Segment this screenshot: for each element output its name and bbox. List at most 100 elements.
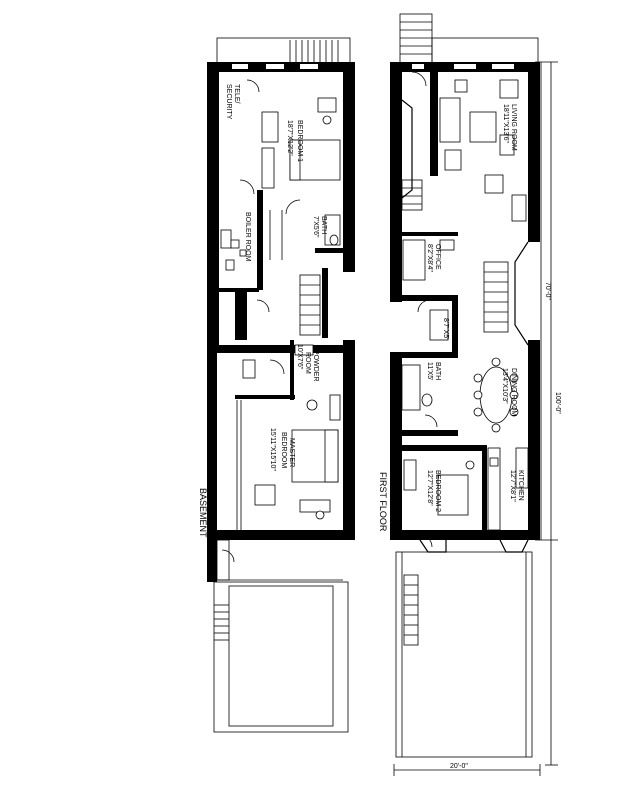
master-dresser — [329, 394, 341, 421]
basement-wall-core — [235, 290, 247, 340]
bedroom1-desk — [317, 97, 337, 113]
label-powder-name: POWDER — [312, 350, 319, 382]
living-sofa — [439, 97, 461, 143]
label-dining-name: DINING ROOM — [510, 368, 517, 416]
living-fireplace — [511, 194, 527, 222]
living-coffee-table — [469, 111, 497, 143]
kitchen-sink — [489, 457, 499, 467]
living-lamp — [454, 79, 468, 93]
basement-top-terrace — [216, 37, 351, 65]
bedroom2-dresser — [403, 459, 417, 491]
powder-sink — [294, 344, 314, 356]
dining-chair-4 — [509, 373, 519, 383]
master-armchair — [306, 399, 318, 411]
first-entry-steps — [401, 179, 423, 211]
master-desk — [299, 499, 331, 513]
label-powder-name2: ROOM — [304, 352, 311, 374]
label-kitchen-dim: 12'7"X8'1" — [509, 470, 516, 502]
label-boiler-room: BOILER ROOM — [244, 212, 251, 262]
basement-floor-title: BASEMENT — [198, 488, 208, 538]
first-floor-labels: LIVING ROOM 18'11"X13'6" OFFICE 8'2"X8'4… — [378, 104, 524, 532]
label-bath-b-dim: 11'X5' — [426, 362, 433, 381]
boiler-valve — [239, 249, 247, 257]
basement-east-wall-upper — [343, 62, 355, 272]
label-bath-a-name: BATH — [450, 318, 457, 336]
label-tele: TELE/ — [233, 84, 240, 104]
first-shower — [429, 309, 449, 341]
dim-partial-length: 70'-0" — [544, 282, 551, 300]
first-east-wall-lower — [528, 340, 540, 540]
label-living-dim: 18'11"X13'6" — [502, 104, 509, 144]
basement-interior-stair — [299, 274, 321, 336]
office-desk — [402, 239, 426, 281]
label-basement-bath-name: BATH — [320, 216, 327, 234]
label-bath-b-name: BATH — [434, 362, 441, 380]
boiler-unit — [220, 229, 232, 249]
first-wall-living-w — [430, 70, 438, 176]
kitchen-counter — [487, 447, 501, 531]
first-wall-kitchen-w — [482, 445, 487, 530]
first-floor-plan — [390, 13, 540, 758]
dining-chair-2 — [473, 390, 483, 400]
label-bedroom1-dim: 18'7"X12'2" — [286, 120, 293, 156]
basement-west-wall-upper — [207, 62, 219, 352]
basement-rear-yard — [213, 581, 349, 733]
basement-rear-yard-inner — [228, 585, 334, 727]
basement-exit-stair — [216, 539, 230, 581]
basement-labels: TELE/ SECURITY BEDROOM 1 18'7"X12'2" BOI… — [198, 84, 327, 538]
label-dining-dim: 13'4"X10'3" — [501, 368, 508, 404]
label-master-dim: 15'11"X15'10" — [269, 428, 276, 471]
basement-south-stub — [207, 540, 215, 582]
basement-south-wall — [207, 530, 355, 540]
basement-rear-yard-stair — [214, 604, 229, 641]
boiler-pump — [225, 259, 235, 271]
first-wall-office-top — [402, 232, 458, 236]
dim-width: 20'-0" — [450, 763, 468, 770]
basement-plan — [207, 37, 355, 733]
first-front-stoop-steps — [400, 21, 432, 55]
first-west-wall-upper — [390, 62, 402, 302]
dimension-labels: 70'-0" 100'-0" 20'-0" — [450, 282, 561, 770]
boiler-tank — [230, 239, 240, 249]
basement-wall-bed1 — [257, 190, 263, 290]
first-wall-bath-e — [452, 295, 458, 355]
label-basement-bath-dim: 7'X5'6" — [312, 216, 319, 238]
kitchen-range — [515, 447, 529, 489]
basement-toilet — [329, 234, 339, 246]
bedroom1-sofa — [261, 111, 279, 143]
basement-wall-bath — [315, 248, 343, 253]
master-lounge-chair — [254, 484, 276, 506]
label-bath-a-dim: 8'7"X5' — [442, 318, 449, 340]
basement-mid-wall — [207, 345, 355, 353]
basement-wall-stair — [322, 268, 328, 338]
label-bedroom1-name: BEDROOM 1 — [296, 120, 303, 162]
first-rear-bay-e — [499, 539, 529, 553]
living-chair-3 — [499, 134, 515, 156]
living-side-table — [444, 149, 462, 171]
first-front-area — [431, 37, 539, 65]
first-east-wall-upper — [528, 62, 540, 242]
bedroom1-headboard — [289, 139, 301, 181]
dim-total-length: 100'-0" — [554, 392, 561, 414]
first-wall-bath-mid — [402, 352, 458, 358]
first-bathtub — [401, 364, 421, 411]
dining-chair-7 — [491, 357, 501, 367]
first-west-bay — [401, 99, 413, 199]
first-wall-bedroom2-top — [402, 445, 482, 451]
basement-wall-powder — [290, 340, 294, 400]
bedroom2-chair — [465, 460, 475, 470]
first-east-bay — [514, 241, 529, 346]
label-bedroom2-dim: 12'7"X12'8" — [426, 470, 433, 506]
bedroom1-chair — [322, 115, 332, 125]
office-cabinet — [439, 239, 455, 251]
first-main-stair — [483, 261, 509, 333]
master-desk-chair — [315, 510, 325, 520]
first-toilet — [421, 393, 433, 407]
label-powder-dim: 10'X7'6" — [296, 344, 303, 370]
living-armchair-1 — [499, 79, 519, 99]
dining-chair-8 — [491, 423, 501, 433]
dimension-lines — [393, 61, 558, 776]
label-bedroom2-name: BEDROOM 2 — [434, 470, 441, 512]
label-living-name: LIVING ROOM — [510, 104, 517, 151]
